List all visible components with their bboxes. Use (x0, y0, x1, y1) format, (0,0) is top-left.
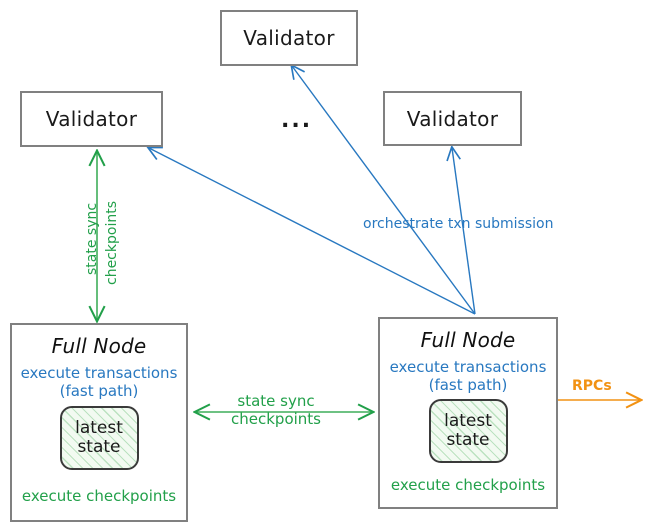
validator-left-box[interactable]: Validator (20, 91, 163, 147)
fullnode-left-blue-text: execute transactions (fast path) (20, 364, 178, 400)
fullnode-left-green-label: execute checkpoints (21, 487, 177, 506)
fullnode-right-state-line2: state (446, 430, 490, 451)
fullnode-right-blue-line1: execute transactions (389, 358, 547, 376)
rpcs-label: RPCs (572, 378, 612, 394)
fullnode-right-box[interactable]: Full Node execute transactions (fast pat… (378, 317, 558, 509)
horizontal-state-sync-line2: checkpoints (231, 410, 321, 429)
fullnode-left-state-line1: latest (75, 417, 123, 438)
fullnode-right-title: Full Node (420, 328, 516, 352)
validator-left-label: Validator (45, 107, 138, 131)
validator-top-box[interactable]: Validator (220, 10, 358, 66)
fullnode-left-blue-line2: (fast path) (59, 381, 139, 400)
validator-right-label: Validator (406, 106, 499, 131)
validator-right-box[interactable]: Validator (383, 91, 522, 146)
orchestrate-txn-submission-label: orchestrate txn submission (363, 216, 554, 232)
validators-ellipsis: ... (281, 108, 313, 133)
fullnode-right-green-label: execute checkpoints (390, 476, 546, 495)
horizontal-state-sync-label: state sync checkpoints (231, 392, 321, 429)
fullnode-right-blue-line2: (fast path) (428, 375, 508, 394)
fullnode-left-latest-state-chip[interactable]: latest state (59, 406, 139, 471)
vertical-state-sync-label-line1: state sync (84, 202, 100, 275)
horizontal-state-sync-line1: state sync (237, 392, 315, 410)
validator-top-label: Validator (243, 26, 335, 50)
fullnode-left-blue-line1: execute transactions (20, 364, 178, 382)
fullnode-left-state-line2: state (77, 437, 121, 458)
fullnode-right-state-line1: latest (444, 410, 492, 431)
fullnode-right-latest-state-chip[interactable]: latest state (428, 399, 508, 464)
fullnode-right-blue-text: execute transactions (fast path) (389, 358, 547, 394)
vertical-state-sync-label-line2: checkpoints (104, 201, 120, 285)
fullnode-left-box[interactable]: Full Node execute transactions (fast pat… (10, 323, 188, 522)
fullnode-left-title: Full Node (51, 334, 147, 358)
